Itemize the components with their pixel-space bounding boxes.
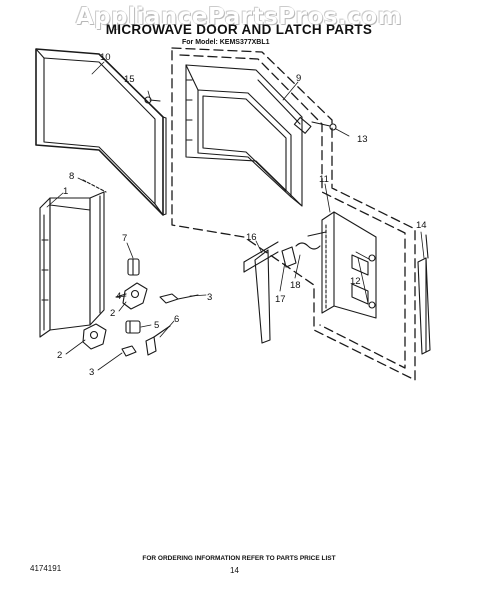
watermark-logo: AppliancePartsPros.com: [75, 4, 403, 30]
callout-labels: 10 15 9 13 1 8 7 4 2 3 5 6 2 3 11 16 17 …: [57, 52, 427, 378]
callout-18: 18: [290, 280, 301, 291]
callout-16: 16: [246, 232, 257, 243]
part-7-latch: [127, 258, 140, 276]
page-number: 14: [230, 566, 239, 575]
part-10-door-frame: [35, 48, 167, 216]
part-12-switch-lower: [351, 283, 376, 309]
part-12-switch-upper: [351, 254, 376, 276]
callout-7: 7: [122, 233, 127, 244]
callout-9: 9: [296, 73, 301, 84]
callout-4: 4: [116, 291, 121, 302]
document-number: 4174191: [30, 564, 62, 573]
page-title: MICROWAVE DOOR AND LATCH PARTS: [105, 22, 373, 37]
part-14-hinge-strip: [417, 234, 431, 355]
callout-5: 5: [154, 320, 159, 331]
callout-2-upper: 2: [110, 308, 115, 319]
callout-14: 14: [416, 220, 427, 231]
part-2-lower-latch-cam: [82, 323, 107, 350]
callout-1: 1: [63, 186, 68, 197]
callout-11: 11: [319, 174, 329, 185]
door-assembly-outline: [171, 47, 416, 381]
leader-lines: [46, 61, 425, 371]
part-13-screw: [311, 121, 337, 131]
callout-3-lower: 3: [89, 367, 94, 378]
callout-17: 17: [275, 294, 286, 305]
part-3-upper-spring: [159, 293, 199, 304]
callout-10: 10: [100, 52, 111, 63]
part-16-latch-plate: [243, 241, 279, 344]
part-3-lower-spring: [121, 345, 137, 357]
part-18-spring: [295, 231, 327, 250]
callout-6: 6: [174, 314, 179, 325]
callout-3-upper: 3: [207, 292, 212, 303]
part-2-upper-latch-cam: [122, 282, 148, 310]
part-5-actuator: [125, 320, 141, 334]
model-line: For Model: KEMS377XBL1: [182, 39, 270, 46]
part-11-interlock-bracket: [321, 211, 377, 319]
part-9-inner-panel: [185, 64, 312, 207]
part-4-lever: [115, 293, 127, 298]
callout-2-lower: 2: [57, 350, 62, 361]
ordering-note: FOR ORDERING INFORMATION REFER TO PARTS …: [142, 555, 336, 562]
callout-13: 13: [357, 134, 368, 145]
part-15-screw: [144, 96, 161, 104]
part-1-door-channel: [39, 179, 107, 338]
callout-15: 15: [124, 74, 135, 85]
part-6-clip: [145, 325, 171, 356]
callout-8: 8: [69, 171, 74, 182]
part-17-latch-lever: [281, 246, 297, 268]
callout-12: 12: [350, 276, 361, 287]
